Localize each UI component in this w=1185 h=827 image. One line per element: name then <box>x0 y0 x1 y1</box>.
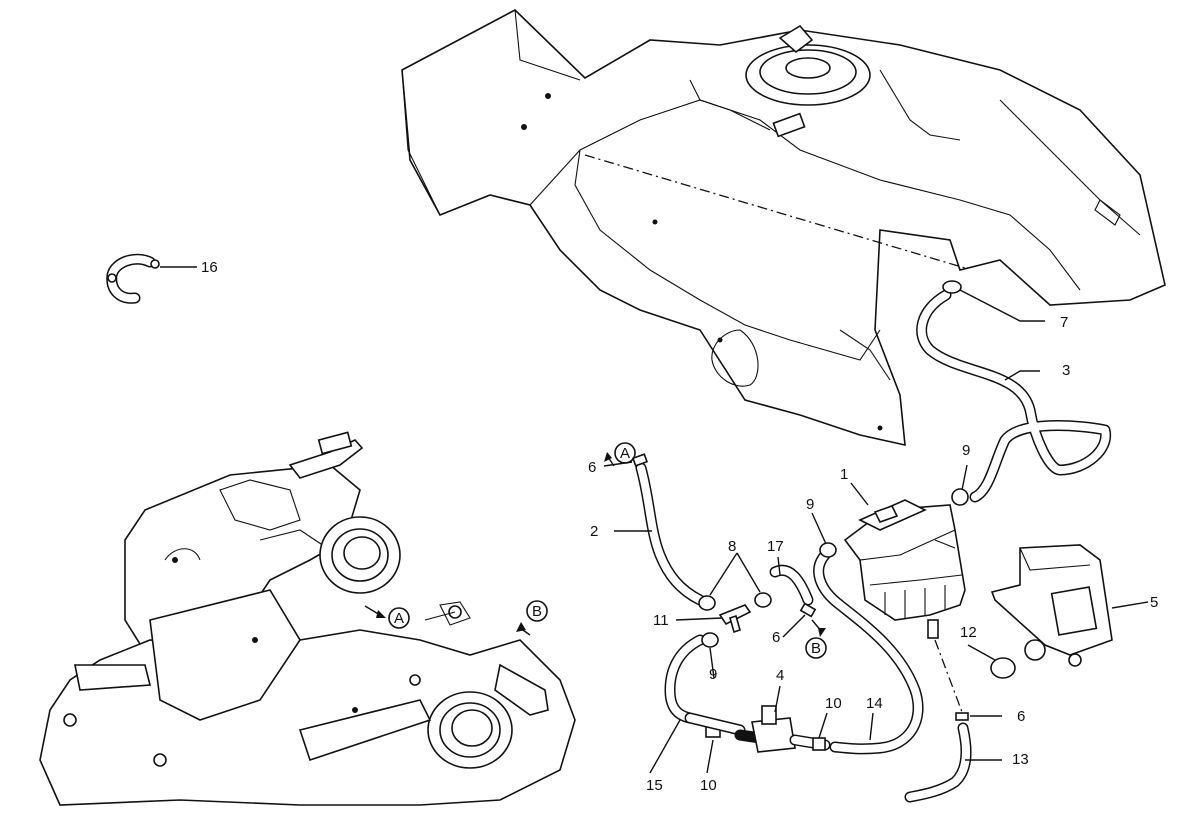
marker-a-hose-label: A <box>620 445 630 462</box>
leader-lines <box>603 289 1149 774</box>
callout-12: 12 <box>960 624 977 641</box>
part-8-clamp-left <box>698 595 716 611</box>
part-8-clamp-right <box>754 592 772 608</box>
hose-marker-a: A <box>604 442 636 467</box>
callout-3: 3 <box>1062 362 1070 379</box>
part-5-bracket <box>990 544 1113 667</box>
callout-9-right: 9 <box>962 442 970 459</box>
part-6-clamp-top <box>631 453 649 467</box>
part-13-hose <box>904 722 972 803</box>
callout-16: 16 <box>201 259 218 276</box>
part-14-hose <box>813 549 924 755</box>
callout-15: 15 <box>646 777 663 794</box>
part-10-clamp-right <box>812 737 826 751</box>
callout-1: 1 <box>840 466 848 483</box>
part-11-fitting <box>718 604 752 634</box>
callout-6-bottom: 6 <box>1017 708 1025 725</box>
hose-marker-b: B <box>805 619 827 659</box>
marker-a-engine-label: A <box>394 610 404 627</box>
callout-9-mid: 9 <box>806 496 814 513</box>
engine-marker-b: B <box>516 600 548 636</box>
callout-6-top: 6 <box>588 459 596 476</box>
part-16-hose-clip <box>106 253 160 304</box>
part-17-hose <box>769 564 814 606</box>
part-6-clamp-mid <box>799 602 817 618</box>
part-7-washer <box>942 280 962 294</box>
callout-10-left: 10 <box>700 777 717 794</box>
part-1-canister <box>843 499 966 639</box>
callout-9-left: 9 <box>709 666 717 683</box>
canister-axis-line <box>934 639 963 713</box>
callout-7: 7 <box>1060 314 1068 331</box>
callout-2: 2 <box>590 523 598 540</box>
engine-assembly <box>39 431 576 806</box>
callout-4: 4 <box>776 667 784 684</box>
part-6-clamp-bottom <box>955 712 969 721</box>
part-9-clamp-left <box>701 632 719 648</box>
part-9-clamp-right <box>951 488 969 506</box>
part-9-clamp-mid <box>819 542 837 558</box>
part-12-plug <box>990 657 1016 679</box>
part-3-hose <box>916 289 1112 503</box>
callout-14: 14 <box>866 695 883 712</box>
engine-marker-a: A <box>364 605 410 629</box>
marker-b-hose-label: B <box>811 640 821 657</box>
callout-8: 8 <box>728 538 736 555</box>
part-4-valve <box>734 705 831 753</box>
callout-11: 11 <box>653 612 669 629</box>
marker-b-engine-label: B <box>532 603 542 620</box>
callout-6-mid: 6 <box>772 629 780 646</box>
callout-5: 5 <box>1150 594 1158 611</box>
fuel-tank <box>401 9 1166 447</box>
part-15-hose <box>664 634 706 724</box>
callout-10-right: 10 <box>825 695 842 712</box>
callout-17: 17 <box>767 538 784 555</box>
callout-13: 13 <box>1012 751 1029 768</box>
callout-labels: 1 2 3 4 5 6 6 6 7 8 9 9 9 10 10 11 12 13… <box>201 259 1158 794</box>
part-2-hose <box>635 462 706 606</box>
